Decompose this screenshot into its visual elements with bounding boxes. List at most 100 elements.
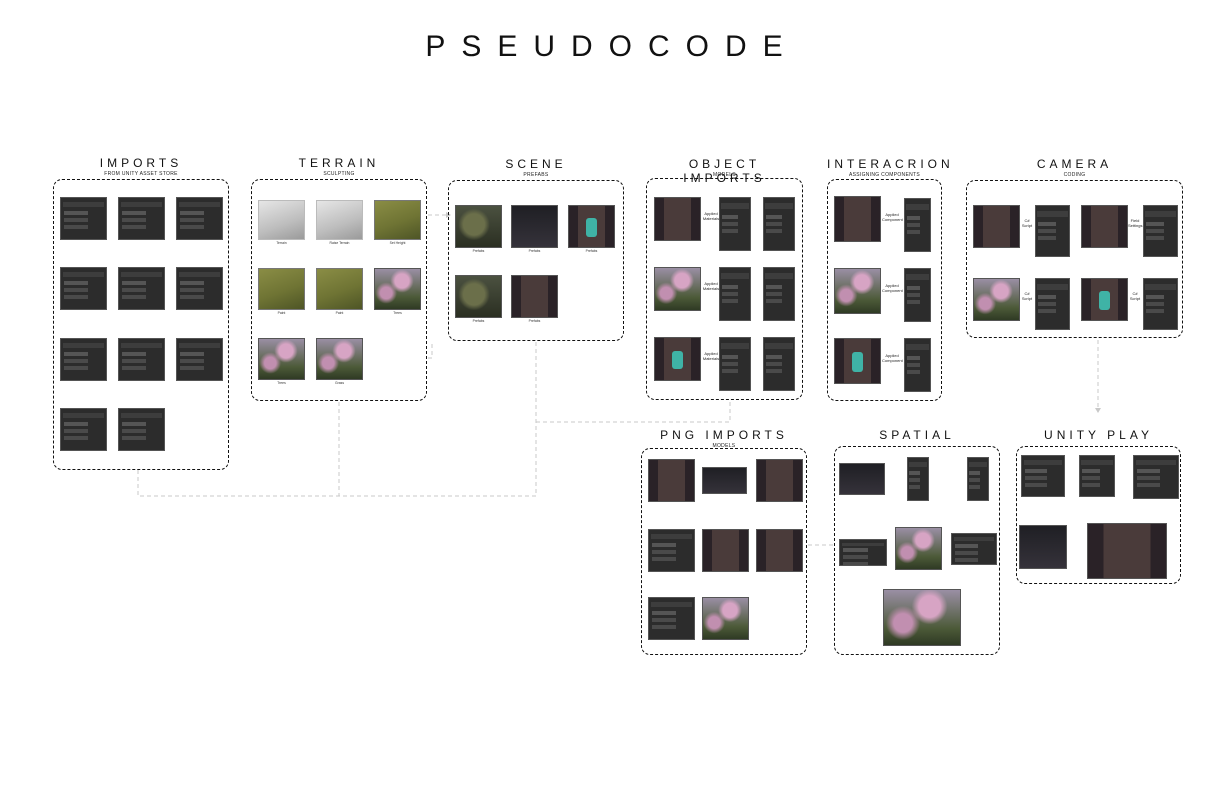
scene-thumbnail	[455, 205, 502, 248]
asset-store-thumbnail	[176, 197, 223, 240]
camera-label: C# Script	[1021, 218, 1033, 228]
camera-thumbnail	[1081, 278, 1128, 321]
arrow-head	[1095, 408, 1101, 413]
object-thumbnail	[654, 267, 701, 311]
asset-store-thumbnail	[176, 267, 223, 310]
object-label: Applied Materials	[702, 281, 720, 291]
camera-panel: C# Script Field Settings C# Script C# Sc…	[966, 180, 1183, 338]
camera-thumbnail	[973, 205, 1020, 248]
terrain-caption: Set Height	[389, 241, 406, 245]
camera-heading: CAMERA	[1036, 157, 1113, 171]
object-imports-subheading: MODELS	[713, 172, 736, 178]
inspector-thumbnail	[763, 267, 795, 321]
spatial-thumbnail	[967, 457, 989, 501]
imports-subheading: FROM UNITY ASSET STORE	[104, 171, 178, 177]
scene-subheading: PREFABS	[523, 172, 549, 178]
page-title: PSEUDOCODE	[425, 30, 799, 63]
object-label: Applied Materials	[702, 211, 720, 221]
terrain-thumbnail	[258, 268, 305, 310]
scene-caption: Prefabs	[528, 249, 541, 253]
interaction-subheading: ASSIGNING COMPONENTS	[848, 172, 920, 178]
interaction-panel: Applied Component Applied Component Appl…	[827, 179, 942, 401]
scene-heading: SCENE	[505, 157, 567, 171]
spatial-thumbnail	[907, 457, 929, 501]
play-thumbnail	[1019, 525, 1067, 569]
png-thumbnail	[702, 529, 749, 572]
interaction-label: Applied Component	[882, 353, 903, 363]
asset-store-thumbnail	[118, 408, 165, 451]
camera-label: Field Settings	[1128, 218, 1143, 228]
play-preview	[1087, 523, 1167, 579]
png-thumbnail	[648, 529, 695, 572]
spatial-thumbnail	[895, 527, 942, 570]
scene-caption: Prefabs	[585, 249, 598, 253]
asset-store-thumbnail	[60, 338, 107, 381]
terrain-caption: Trees	[277, 381, 286, 385]
terrain-thumbnail	[316, 200, 363, 240]
play-thumbnail	[1133, 455, 1179, 499]
terrain-caption: Raise Terrain	[329, 241, 350, 245]
asset-store-thumbnail	[118, 267, 165, 310]
terrain-subheading: SCULPTING	[323, 171, 355, 177]
inspector-thumbnail	[719, 267, 751, 321]
component-thumbnail	[904, 198, 931, 252]
interaction-thumbnail	[834, 268, 881, 314]
png-imports-heading: PNG IMPORTS	[660, 428, 788, 442]
scene-thumbnail	[568, 205, 615, 248]
play-thumbnail	[1021, 455, 1065, 497]
inspector-thumbnail	[763, 197, 795, 251]
settings-thumbnail	[1143, 205, 1178, 257]
camera-thumbnail	[973, 278, 1020, 321]
terrain-thumbnail	[374, 268, 421, 310]
terrain-thumbnail	[258, 200, 305, 240]
png-thumbnail	[756, 459, 803, 502]
terrain-thumbnail	[258, 338, 305, 380]
connector-imports-down	[137, 470, 536, 497]
interaction-label: Applied Component	[882, 283, 903, 293]
scene-panel: Prefabs Prefabs Prefabs Prefabs Prefabs	[448, 180, 624, 341]
component-thumbnail	[904, 268, 931, 322]
png-thumbnail	[648, 459, 695, 502]
scene-caption: Prefabs	[472, 319, 485, 323]
terrain-thumbnail	[374, 200, 421, 240]
inspector-thumbnail	[719, 197, 751, 251]
terrain-panel: Terrain Raise Terrain Set Height Paint P…	[251, 179, 427, 401]
terrain-caption: Paint	[335, 311, 344, 315]
spatial-thumbnail	[951, 533, 997, 565]
asset-store-thumbnail	[176, 338, 223, 381]
camera-label: C# Script	[1021, 291, 1033, 301]
camera-subheading: CODING	[1063, 172, 1086, 178]
spatial-thumbnail	[839, 463, 885, 495]
png-thumbnail	[756, 529, 803, 572]
asset-store-thumbnail	[118, 338, 165, 381]
component-thumbnail	[904, 338, 931, 392]
spatial-thumbnail	[839, 539, 887, 566]
spatial-panel	[834, 446, 1000, 655]
object-imports-panel: Applied Materials Applied Materials Appl…	[646, 178, 803, 400]
unity-play-panel	[1016, 446, 1181, 584]
spatial-heading: SPATIAL	[879, 428, 955, 442]
object-label: Applied Materials	[702, 351, 720, 361]
terrain-caption: Paint	[277, 311, 286, 315]
png-thumbnail	[648, 597, 695, 640]
png-thumbnail	[702, 467, 747, 494]
scene-thumbnail	[511, 205, 558, 248]
inspector-thumbnail	[719, 337, 751, 391]
png-imports-panel	[641, 448, 807, 655]
object-thumbnail	[654, 197, 701, 241]
imports-panel	[53, 179, 229, 470]
inspector-thumbnail	[763, 337, 795, 391]
imports-heading: IMPORTS	[99, 156, 183, 170]
interaction-heading: INTERACRION	[827, 157, 954, 171]
scene-thumbnail	[455, 275, 502, 318]
terrain-heading: TERRAIN	[298, 156, 380, 170]
png-imports-subheading: MODELS	[712, 443, 736, 449]
script-thumbnail	[1143, 278, 1178, 330]
interaction-label: Applied Component	[882, 212, 903, 222]
terrain-caption: Trees	[393, 311, 402, 315]
png-thumbnail	[702, 597, 749, 640]
terrain-caption: Grass	[334, 381, 345, 385]
camera-thumbnail	[1081, 205, 1128, 248]
asset-store-thumbnail	[60, 408, 107, 451]
interaction-thumbnail	[834, 196, 881, 242]
